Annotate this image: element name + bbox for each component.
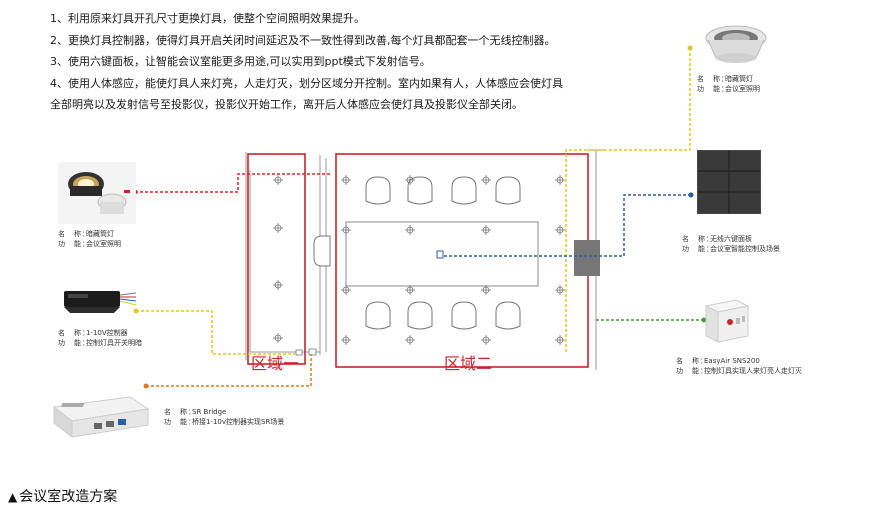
device-function: 控制灯具实现人来灯亮人走灯灭 xyxy=(704,367,802,375)
chair xyxy=(451,301,477,330)
device-function: 控制灯具开关明暗 xyxy=(86,339,142,347)
downlight-left-info: 名 称：暗藏筒灯 功 能：会议室照明 xyxy=(58,229,121,249)
chair xyxy=(365,301,391,330)
device-name: EasyAir SNS200 xyxy=(704,357,760,365)
light-fixture xyxy=(273,223,283,233)
downlight-left-image xyxy=(58,162,136,224)
light-fixture xyxy=(273,333,283,343)
func-key: 功 能： xyxy=(676,367,708,375)
name-key: 名 称： xyxy=(682,235,714,243)
easyair-sensor-image xyxy=(704,299,750,343)
caption-text: 会议室改造方案 xyxy=(19,489,118,505)
func-key: 功 能： xyxy=(58,339,90,347)
func-key: 功 能： xyxy=(58,240,90,248)
chair xyxy=(313,235,331,267)
chair xyxy=(407,301,433,330)
downlight-right-info: 名 称：暗藏筒灯 功 能：会议室照明 xyxy=(697,74,760,94)
light-fixture xyxy=(555,175,565,185)
note-1: 1、利用原来灯具开孔尺寸更换灯具，使整个空间照明效果提升。 xyxy=(50,12,365,25)
wire-yellow-2 xyxy=(565,45,693,352)
zone-1-label: 区域一 xyxy=(251,354,300,373)
device-name: 暗藏筒灯 xyxy=(86,230,114,238)
device-function: 会议室智能控制及场景 xyxy=(710,245,780,253)
sensor-location xyxy=(436,250,444,259)
sr-bridge-info: 名 称：SR Bridge 功 能：桥接1-10v控制器实现SR场景 xyxy=(164,407,284,427)
device-function: 会议室照明 xyxy=(86,240,121,248)
light-fixture xyxy=(341,175,351,185)
controller-mark xyxy=(308,348,317,356)
downlight-right-image xyxy=(705,25,767,63)
name-key: 名 称： xyxy=(697,75,729,83)
device-name: SR Bridge xyxy=(192,408,227,416)
device-function: 会议室照明 xyxy=(725,85,760,93)
note-5: 全部明亮以及发射信号至投影仪，投影仪开始工作，离开后人体感应会使灯具及投影仪全部… xyxy=(50,98,523,111)
light-fixture xyxy=(273,280,283,290)
light-fixture xyxy=(273,175,283,185)
name-key: 名 称： xyxy=(676,357,708,365)
light-fixture xyxy=(555,335,565,345)
driver-1-10v-info: 名 称：1-10V控制器 功 能：控制灯具开关明暗 xyxy=(58,328,142,348)
light-fixture xyxy=(405,175,415,185)
light-fixture xyxy=(555,225,565,235)
name-key: 名 称： xyxy=(164,408,196,416)
chair xyxy=(365,176,391,205)
chairs xyxy=(313,176,521,330)
zone-1-border xyxy=(247,153,306,365)
triangle-icon: ▲ xyxy=(8,490,18,504)
light-fixture xyxy=(481,285,491,295)
light-fixture xyxy=(481,335,491,345)
device-function: 桥接1-10v控制器实现SR场景 xyxy=(192,418,285,426)
note-2: 2、更换灯具控制器，使得灯具开启关闭时间延迟及不一致性得到改善,每个灯具都配套一… xyxy=(50,33,556,47)
light-fixture xyxy=(481,225,491,235)
chair xyxy=(495,301,521,330)
wire-red xyxy=(132,173,330,195)
light-fixture xyxy=(341,225,351,235)
light-fixture xyxy=(481,175,491,185)
light-fixture xyxy=(405,285,415,295)
panel-location xyxy=(574,240,600,276)
conference-table xyxy=(345,221,539,287)
light-fixtures xyxy=(273,175,565,345)
note-4: 4、使用人体感应，能使灯具人来灯亮，人走灯灭，划分区域分开控制。室内如果有人，人… xyxy=(50,76,563,90)
light-fixture xyxy=(341,335,351,345)
wire-orange xyxy=(143,354,312,389)
name-key: 名 称： xyxy=(58,329,90,337)
device-name: 无线六键面板 xyxy=(710,235,752,243)
controller-mark xyxy=(295,349,303,356)
light-fixture xyxy=(341,285,351,295)
wire-blue xyxy=(443,192,694,257)
zone-2-label: 区域二 xyxy=(444,354,493,373)
light-fixture xyxy=(405,225,415,235)
wire-yellow xyxy=(133,308,298,355)
chair xyxy=(407,176,433,205)
func-key: 功 能： xyxy=(697,85,729,93)
chair xyxy=(451,176,477,205)
light-fixture xyxy=(405,335,415,345)
device-name: 1-10V控制器 xyxy=(86,329,128,337)
chair xyxy=(495,176,521,205)
six-key-panel-image xyxy=(697,150,761,214)
easyair-info: 名 称：EasyAir SNS200 功 能：控制灯具实现人来灯亮人走灯灭 xyxy=(676,356,802,376)
name-key: 名 称： xyxy=(58,230,90,238)
sr-bridge-image xyxy=(52,396,150,439)
driver-1-10v-image xyxy=(64,291,137,313)
six-key-panel-info: 名 称：无线六键面板 功 能：会议室智能控制及场景 xyxy=(682,234,780,254)
wire-green xyxy=(596,317,707,323)
func-key: 功 能： xyxy=(682,245,714,253)
figure-caption: ▲会议室改造方案 xyxy=(8,486,117,506)
light-fixture xyxy=(555,285,565,295)
note-3: 3、使用六键面板，让智能会议室能更多用途,可以实用到ppt模式下发射信号。 xyxy=(50,55,431,68)
retrofit-notes: 1、利用原来灯具开孔尺寸更换灯具，使整个空间照明效果提升。 2、更换灯具控制器，… xyxy=(50,8,610,116)
device-name: 暗藏筒灯 xyxy=(725,75,753,83)
func-key: 功 能： xyxy=(164,418,196,426)
